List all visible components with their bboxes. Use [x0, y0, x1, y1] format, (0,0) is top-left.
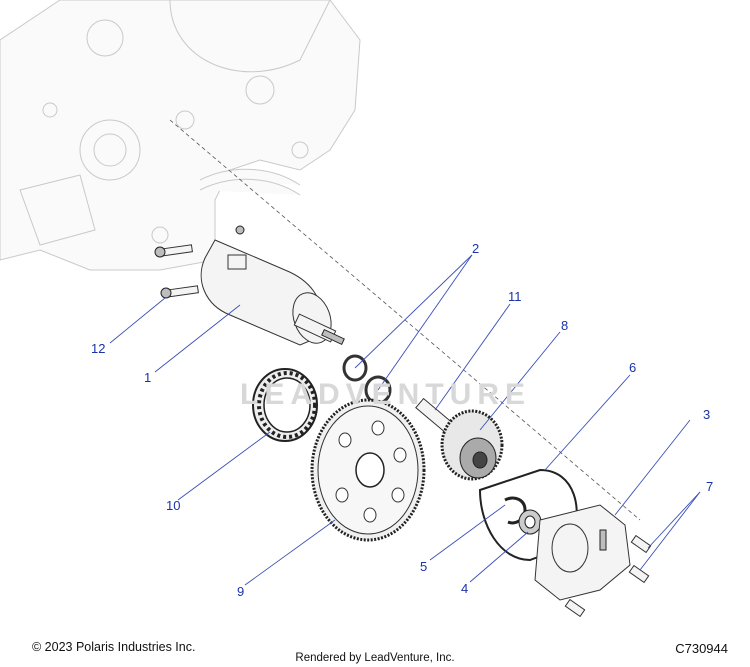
callout-7: 7	[706, 479, 713, 494]
diagram-id: C730944	[675, 641, 728, 656]
bolt-7-lower	[564, 598, 586, 618]
callout-9: 9	[237, 584, 244, 599]
starter-motor	[200, 225, 345, 346]
callout-2: 2	[472, 241, 479, 256]
callout-1: 1	[144, 370, 151, 385]
callout-5: 5	[420, 559, 427, 574]
bolt-12-upper	[154, 244, 193, 258]
rendered-by-text: Rendered by LeadVenture, Inc.	[295, 652, 455, 664]
callout-6: 6	[629, 360, 636, 375]
callout-3: 3	[703, 407, 710, 422]
crankcase-housing	[0, 0, 361, 271]
o-ring-upper	[342, 354, 368, 382]
callout-4: 4	[461, 581, 468, 596]
callout-8: 8	[561, 318, 568, 333]
leader-lines	[109, 254, 701, 586]
callout-10: 10	[166, 498, 180, 513]
starter-cover	[534, 504, 631, 601]
bolt-7-upper	[630, 534, 652, 554]
one-way-clutch	[252, 368, 318, 442]
idler-gear	[440, 409, 504, 481]
bolt-12-lower	[160, 285, 199, 299]
bolt-7-middle	[628, 564, 650, 584]
copyright-text: © 2023 Polaris Industries Inc.	[32, 640, 196, 654]
leadventure-watermark: LEADVENTURE	[240, 378, 532, 411]
circlip	[504, 496, 527, 525]
callout-11: 11	[508, 289, 522, 304]
callout-12: 12	[91, 341, 105, 356]
bearing	[518, 509, 542, 535]
starter-driven-gear	[310, 398, 426, 542]
